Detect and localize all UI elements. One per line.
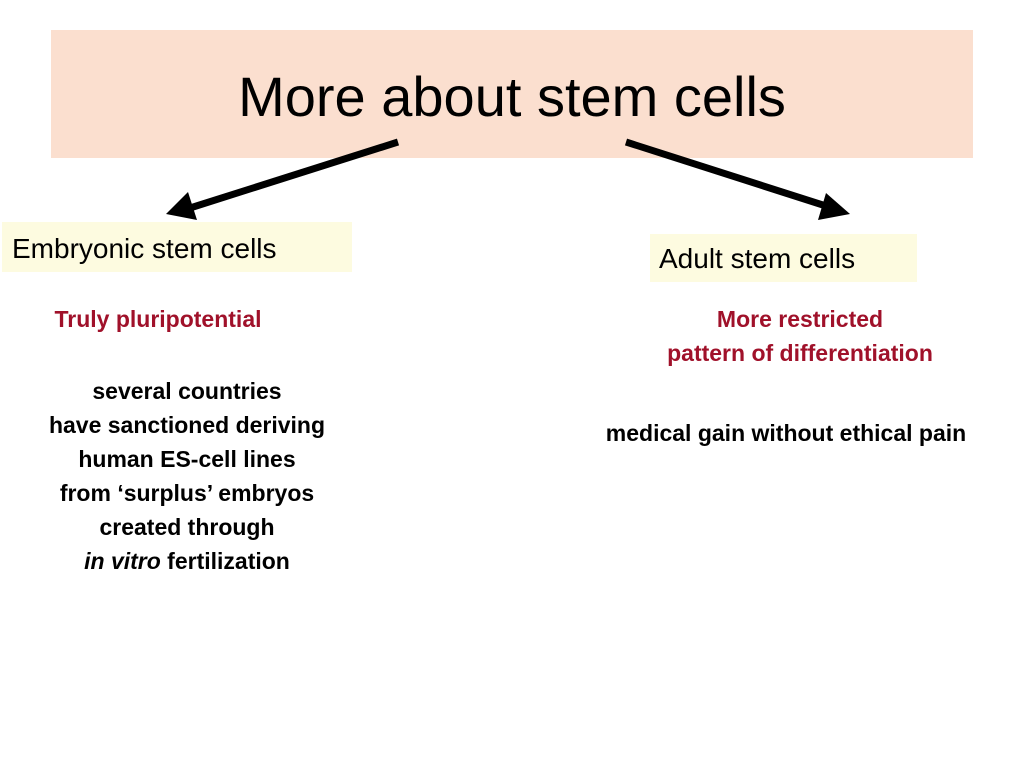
adult-note: medical gain without ethical pain [605, 420, 967, 446]
embryonic-description-line: several countries [92, 378, 282, 404]
embryonic-description: several countries have sanctioned derivi… [2, 374, 372, 578]
in-vitro-italic: in vitro [84, 548, 161, 574]
embryonic-description-line: created through [99, 514, 275, 540]
adult-highlight: More restricted pattern of differentiati… [600, 302, 1000, 370]
fertilization-text: fertilization [160, 548, 290, 574]
embryonic-highlight: Truly pluripotential [54, 306, 262, 332]
adult-stem-cells-label: Adult stem cells [650, 234, 917, 282]
embryonic-stem-cells-label: Embryonic stem cells [2, 222, 352, 272]
arrow-head-left [166, 192, 197, 220]
arrow-line-right [624, 138, 828, 210]
adult-highlight-line: pattern of differentiation [667, 340, 933, 366]
embryonic-description-line: have sanctioned deriving [48, 412, 326, 438]
arrow-line-left [188, 138, 400, 212]
adult-highlight-line: More restricted [716, 306, 884, 332]
arrow-head-right [818, 193, 850, 220]
embryonic-description-line: from ‘surplus’ embryos [59, 480, 315, 506]
slide-title: More about stem cells [238, 65, 786, 128]
embryonic-description-line: human ES-cell lines [78, 446, 296, 472]
embryonic-description-last-line: in vitro fertilization [2, 544, 372, 578]
title-banner [51, 30, 973, 158]
